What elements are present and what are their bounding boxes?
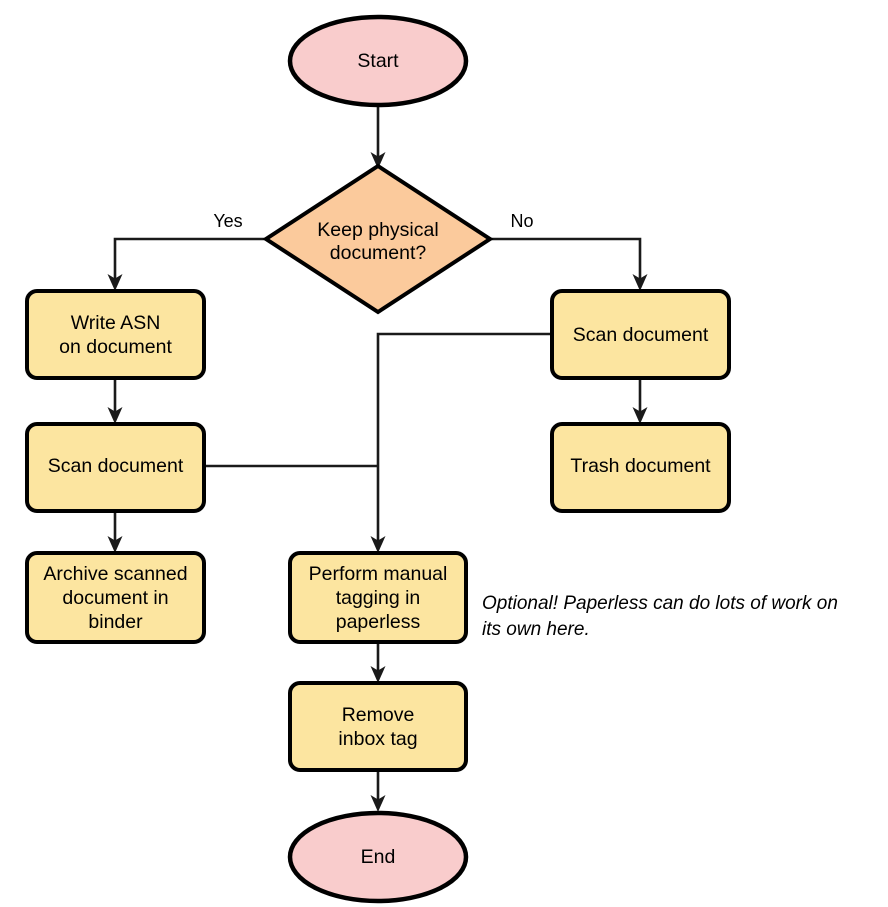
arrow-head-icon [370,536,386,553]
edge-remove-inbox-to-end [370,770,386,812]
node-keep-physical-document[interactable]: Keep physical document? [262,163,494,315]
scan-document-left-box-shape[interactable] [25,422,206,513]
remove-inbox-tag-box-shape[interactable] [288,681,468,772]
arrow-head-icon [107,274,123,291]
edge-line [113,237,266,282]
node-manual-tagging[interactable]: Perform manual tagging in paperless [288,551,468,644]
end-ellipse-shape[interactable] [287,810,469,904]
node-manual-tagging-line-3: paperless [336,611,421,633]
edge-start-to-decision [370,106,386,169]
connectors-layer [107,106,648,812]
node-remove-inbox-tag-line-2: inbox tag [338,728,417,750]
decision-diamond-shape[interactable] [262,163,494,315]
arrow-head-icon [107,536,123,553]
scan-document-right-box-shape[interactable] [550,289,731,380]
arrow-head-icon [632,407,648,424]
write-asn-box-shape[interactable] [25,289,206,380]
edge-decision-no-to-scan-right [490,237,648,291]
node-scan-document-right[interactable]: Scan document [550,289,731,380]
node-archive-binder-line-1: Archive scanned [43,563,187,585]
node-remove-inbox-tag-line-1: Remove [342,704,415,726]
edge-write-asn-to-scan-left [107,378,123,424]
edge-line [376,332,552,544]
node-start-label: Start [357,50,399,72]
node-archive-binder[interactable]: Archive scanned document in binder [25,551,206,644]
edge-manual-tagging-to-remove-inbox [370,642,386,683]
edge-scan-right-to-trash [632,378,648,424]
manual-tagging-box-shape[interactable] [288,551,468,644]
edge-line [490,237,642,282]
arrow-head-icon [107,407,123,424]
optional-note-line-2: its own here. [482,619,590,640]
node-write-asn[interactable]: Write ASN on document [25,289,206,380]
optional-note-line-1: Optional! Paperless can do lots of work … [482,593,838,614]
edge-scan-left-to-archive [107,510,123,553]
node-keep-physical-line-2: document? [330,242,427,264]
node-manual-tagging-line-1: Perform manual [309,563,448,585]
arrow-head-icon [370,152,386,169]
node-trash-document-label: Trash document [570,455,711,477]
arrow-head-icon [632,274,648,291]
node-archive-binder-line-3: binder [88,611,143,633]
node-scan-document-left[interactable]: Scan document [25,422,206,513]
node-keep-physical-line-1: Keep physical [317,219,438,241]
edge-scan-right-to-manual-tagging [370,332,552,553]
node-end[interactable]: End [287,810,469,904]
edge-label-yes: Yes [213,211,242,231]
node-remove-inbox-tag[interactable]: Remove inbox tag [288,681,468,772]
archive-binder-box-shape[interactable] [25,551,206,644]
arrow-head-icon [370,795,386,812]
node-start[interactable]: Start [287,14,469,108]
node-scan-document-right-label: Scan document [573,324,709,346]
node-write-asn-line-1: Write ASN [71,312,161,334]
node-scan-document-left-label: Scan document [48,455,184,477]
edge-label-no: No [510,211,533,231]
node-write-asn-line-2: on document [59,336,172,358]
edge-decision-yes-to-write-asn [107,237,266,291]
node-end-label: End [361,846,396,868]
arrow-head-icon [370,666,386,683]
annotation-optional-note: Optional! Paperless can do lots of work … [482,593,838,640]
node-archive-binder-line-2: document in [62,587,168,609]
trash-document-box-shape[interactable] [550,422,731,513]
start-ellipse-shape[interactable] [287,14,469,108]
node-manual-tagging-line-2: tagging in [336,587,421,609]
node-trash-document[interactable]: Trash document [550,422,731,513]
